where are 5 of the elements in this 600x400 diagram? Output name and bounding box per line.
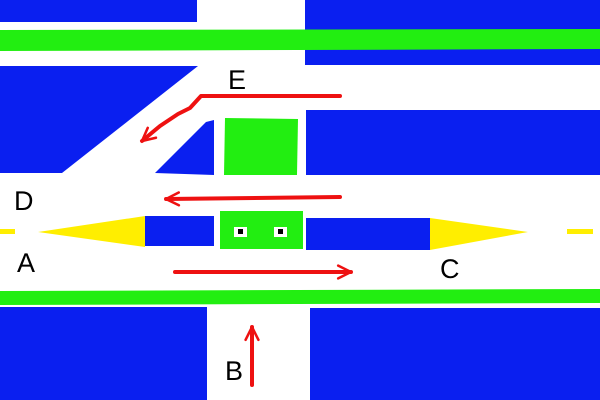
location-label: B (225, 358, 244, 385)
location-label: D (14, 188, 34, 215)
location-label: E (228, 67, 246, 94)
location-label: A (17, 250, 36, 277)
location-label: C (440, 256, 460, 283)
